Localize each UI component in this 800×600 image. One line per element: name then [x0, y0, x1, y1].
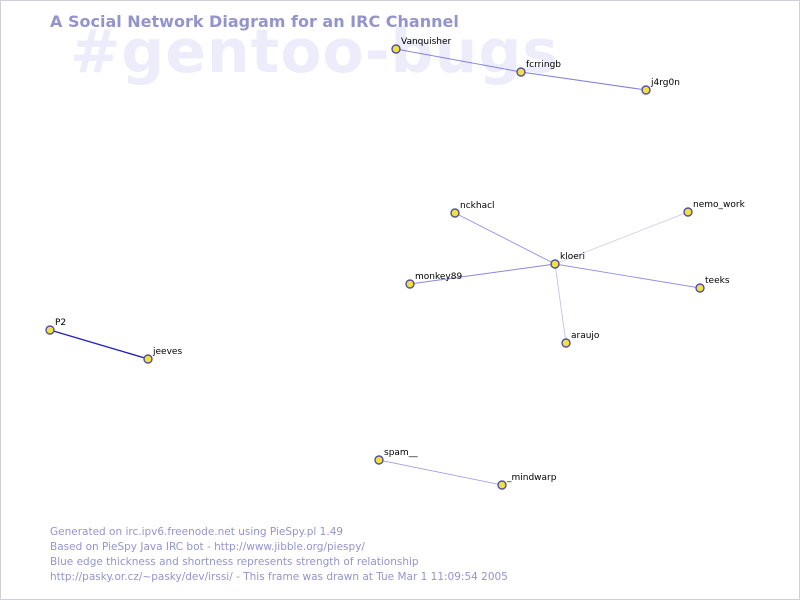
node-marker	[374, 455, 384, 465]
node-marker	[405, 279, 415, 289]
footer-legend-note: Blue edge thickness and shortness repres…	[50, 556, 419, 568]
node-nckhacl: nckhacl	[450, 201, 495, 218]
node-label: _mindwarp	[506, 473, 557, 483]
edge-nckhacl-kloeri	[454, 212, 556, 265]
node-label: monkey89	[415, 272, 462, 282]
node-label: fcrringb	[526, 60, 561, 70]
node-araujo: araujo	[561, 331, 600, 348]
diagram-title: A Social Network Diagram for an IRC Chan…	[50, 12, 459, 31]
node-label: nckhacl	[460, 201, 495, 211]
edge-spam__-_mindwarp	[378, 459, 503, 486]
footer-info: Generated on irc.ipv6.freenode.net using…	[50, 525, 508, 585]
node-label: kloeri	[560, 252, 585, 262]
nodes-layer: Vanquisher fcrringb j4rg0n nckhacl nemo_work…	[45, 37, 746, 490]
node-teeks: teeks	[695, 276, 730, 293]
node-marker	[450, 208, 460, 218]
footer-url-timestamp: http://pasky.or.cz/~pasky/dev/irssi/ - T…	[50, 571, 508, 583]
node-_mindwarp: _mindwarp	[497, 473, 557, 490]
node-kloeri: kloeri	[550, 252, 585, 269]
node-monkey89: monkey89	[405, 272, 462, 289]
edge-araujo-kloeri	[554, 263, 567, 344]
node-label: teeks	[705, 276, 730, 286]
edge-monkey89-kloeri	[409, 263, 556, 285]
node-marker	[641, 85, 651, 95]
node-marker	[695, 283, 705, 293]
node-j4rg0n: j4rg0n	[641, 78, 680, 95]
node-spam__: spam__	[374, 448, 418, 465]
node-label: jeeves	[152, 347, 182, 357]
node-marker	[516, 67, 526, 77]
node-marker	[561, 338, 571, 348]
edges-layer	[49, 48, 701, 486]
node-label: P2	[55, 318, 66, 328]
node-fcrringb: fcrringb	[516, 60, 561, 77]
node-label: Vanquisher	[401, 37, 452, 47]
node-marker	[391, 44, 401, 54]
node-marker	[550, 259, 560, 269]
edge-P2-jeeves	[49, 329, 149, 360]
channel-watermark: #gentoo-bugs	[70, 17, 559, 87]
node-label: nemo_work	[693, 200, 746, 210]
node-jeeves: jeeves	[143, 347, 182, 364]
node-label: spam__	[384, 448, 418, 458]
node-marker	[497, 480, 507, 490]
edge-nemo_work-kloeri	[554, 211, 689, 265]
edge-teeks-kloeri	[554, 263, 701, 289]
edge-fcrringb-j4rg0n	[520, 71, 647, 91]
node-label: araujo	[571, 331, 600, 341]
node-nemo_work: nemo_work	[683, 200, 746, 217]
footer-based-on: Based on PieSpy Java IRC bot - http://ww…	[50, 541, 365, 553]
node-marker	[143, 354, 153, 364]
node-P2: P2	[45, 318, 66, 335]
node-Vanquisher: Vanquisher	[391, 37, 452, 54]
edge-Vanquisher-fcrringb	[395, 48, 522, 73]
node-label: j4rg0n	[650, 78, 680, 88]
footer-generated: Generated on irc.ipv6.freenode.net using…	[50, 526, 344, 538]
node-marker	[683, 207, 693, 217]
node-marker	[45, 325, 55, 335]
